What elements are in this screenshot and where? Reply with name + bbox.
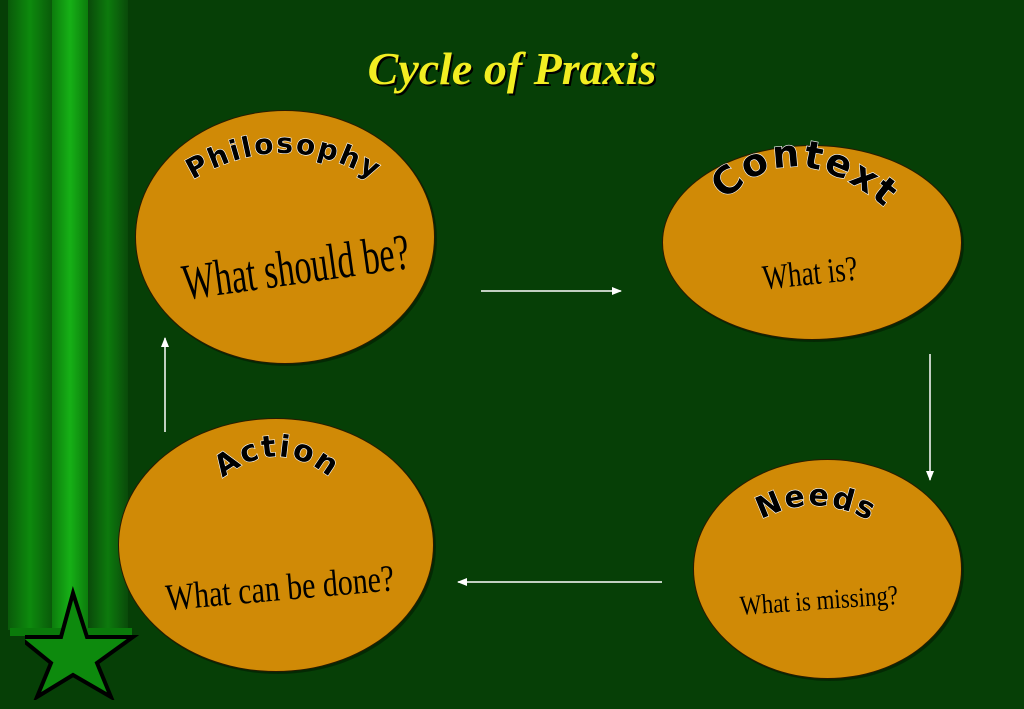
philosophy-heading: Philosophy xyxy=(180,127,388,186)
context-heading: Context xyxy=(702,131,908,216)
decorative-side-stripes xyxy=(8,0,132,636)
green-star-icon xyxy=(25,585,140,700)
action-node xyxy=(118,418,434,672)
action-heading: Action xyxy=(208,429,347,485)
philosophy-node xyxy=(135,110,435,364)
needs-node xyxy=(693,459,962,679)
context-node xyxy=(662,145,962,340)
needs-heading: Needs xyxy=(751,478,883,528)
page-title: Cycle of Praxis xyxy=(367,43,657,94)
